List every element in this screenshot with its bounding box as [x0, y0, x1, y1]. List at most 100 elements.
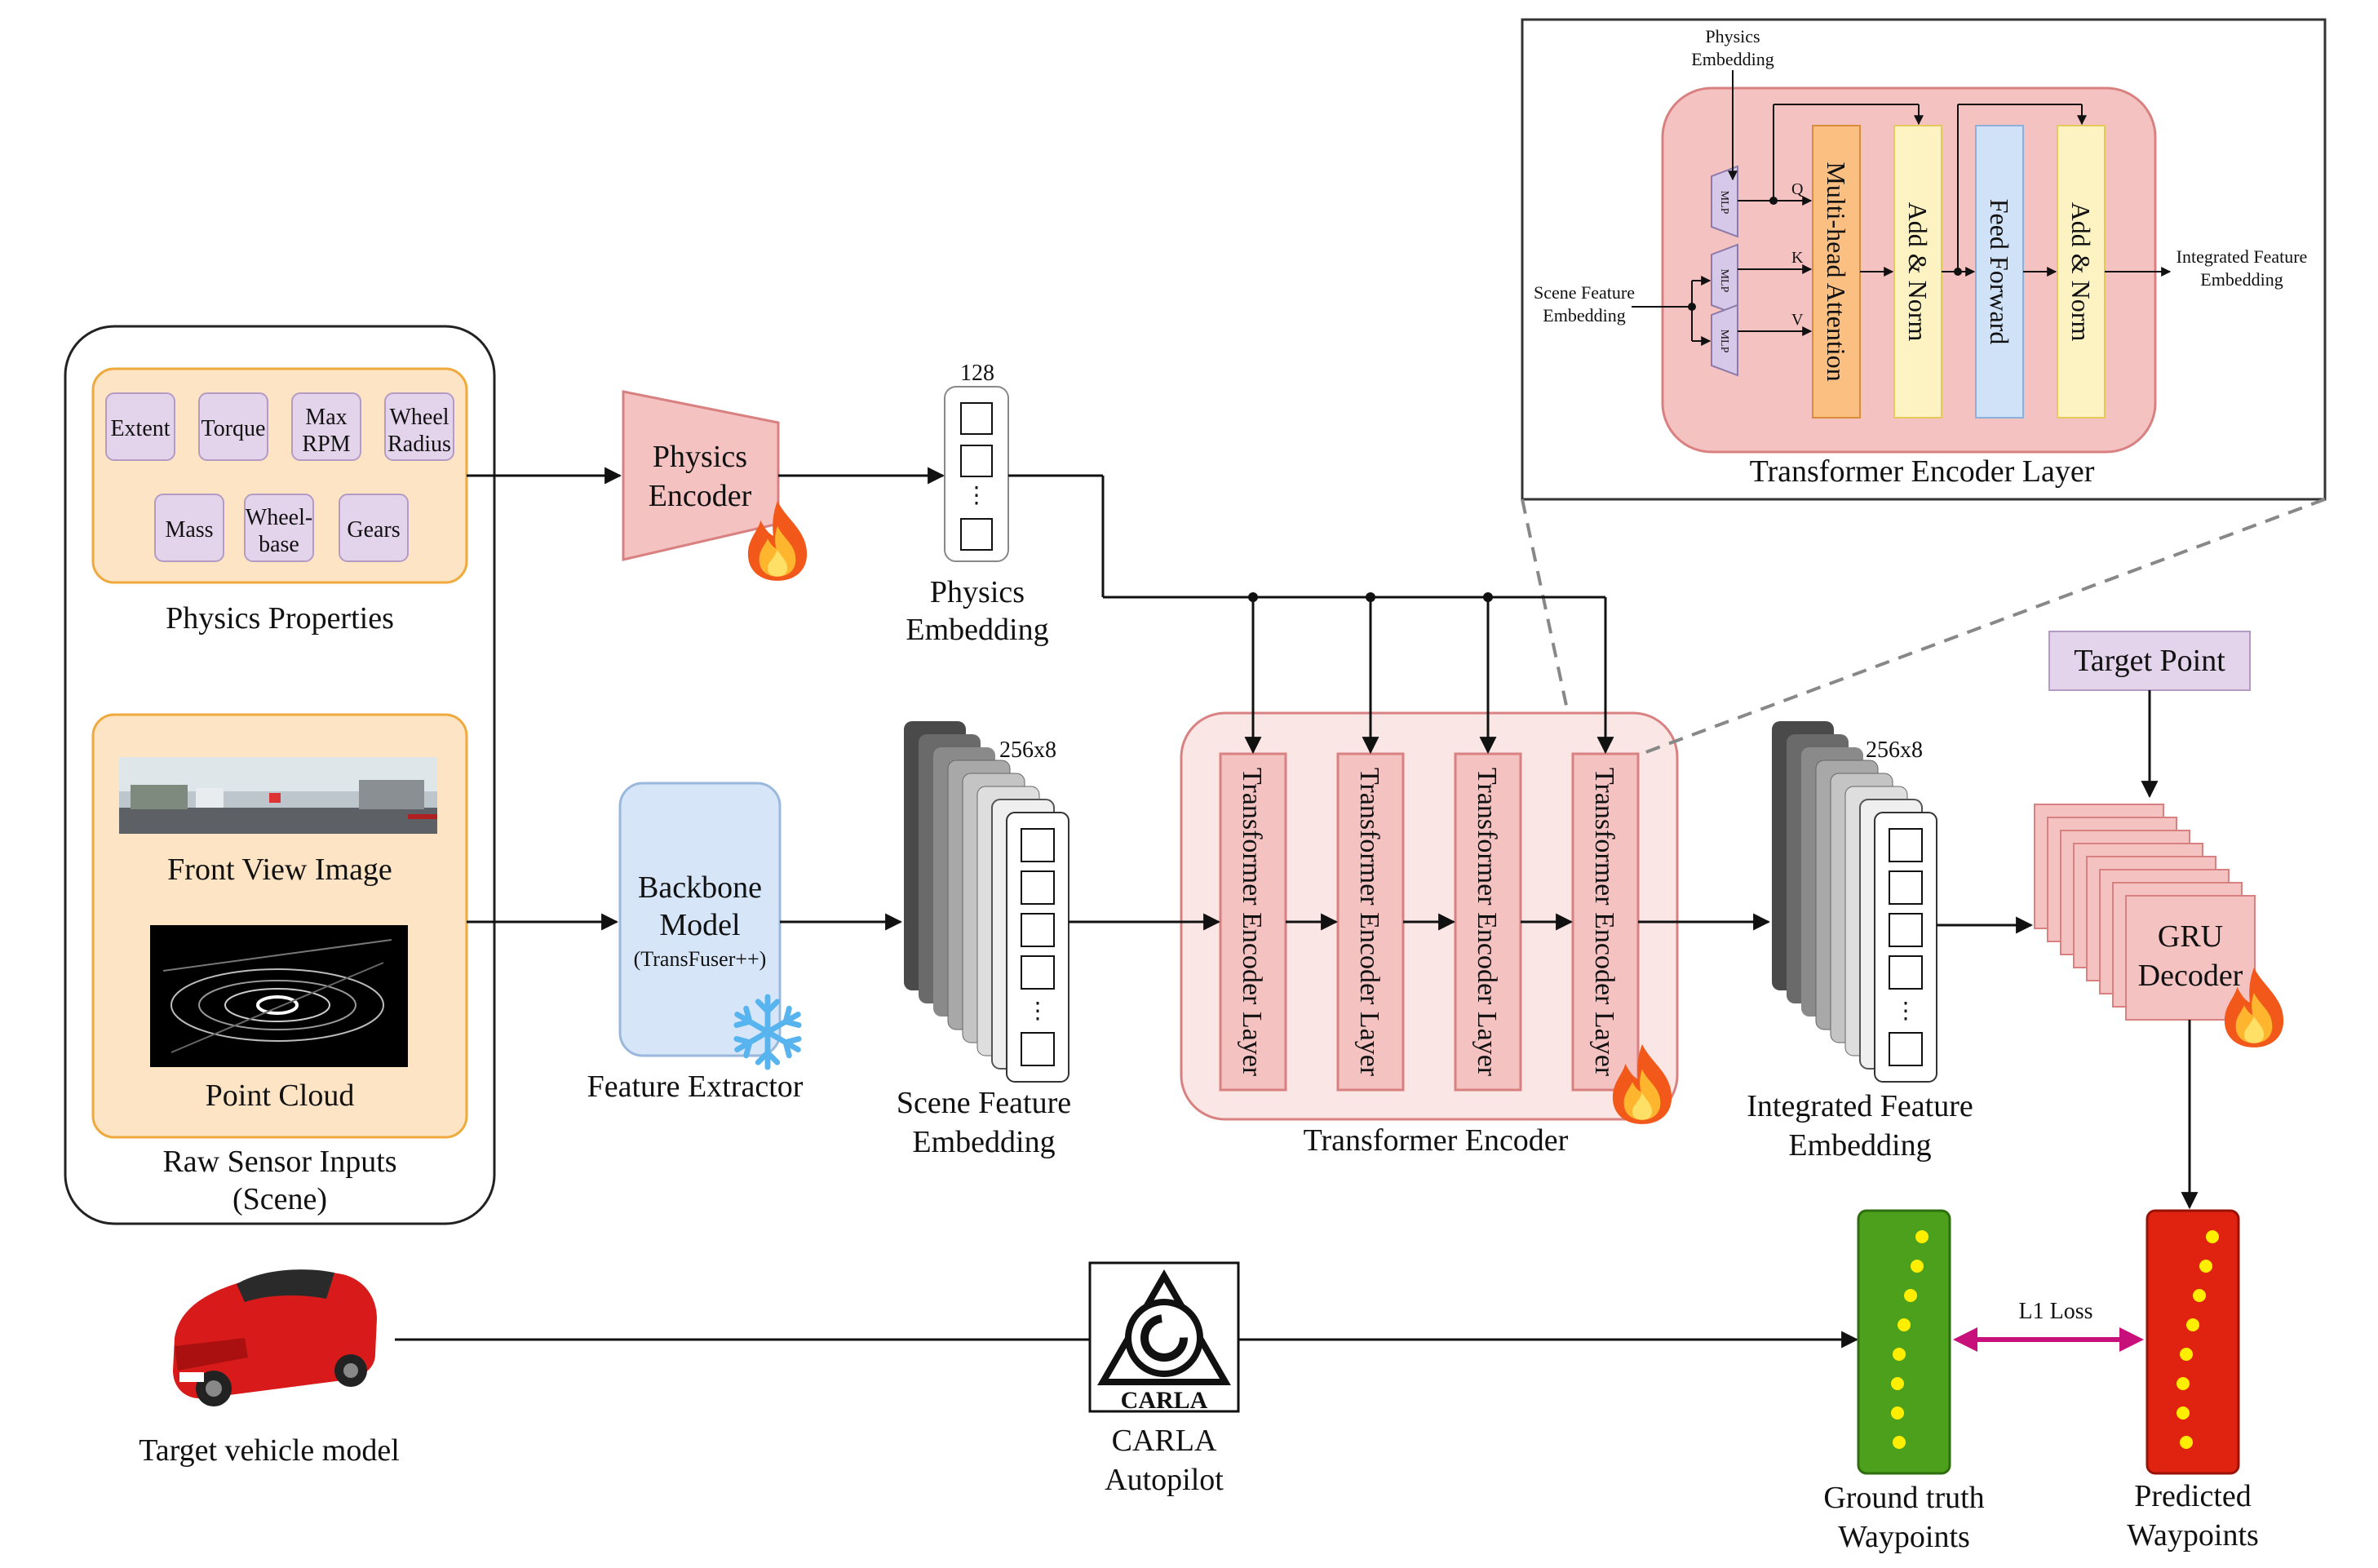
backbone-line3: (TransFuser++): [634, 947, 767, 971]
ground-truth-waypoints-bar: [1857, 1209, 1951, 1475]
feature-extractor-caption: Feature Extractor: [587, 1070, 804, 1104]
backbone-line1: Backbone: [638, 870, 762, 905]
inset-scene-label-2: Embedding: [1543, 305, 1625, 326]
svg-text:Gears: Gears: [347, 517, 400, 543]
svg-text:Transformer Encoder Layer: Transformer Encoder Layer: [1472, 768, 1502, 1077]
inset-out-label-2: Embedding: [2200, 269, 2283, 290]
inset-multi-head-attention: Multi-head Attention: [1812, 125, 1861, 419]
inset-k-label: K: [1791, 249, 1804, 267]
transformer-encoder-layer-3: Transformer Encoder Layer: [1454, 752, 1522, 1092]
inset-physics-label-1: Physics: [1705, 26, 1760, 47]
inset-junction: [1954, 268, 1962, 276]
transformer-encoder-layer-1: Transformer Encoder Layer: [1219, 752, 1287, 1092]
zoom-line-right: [1641, 498, 2326, 755]
vehicle-caption: Target vehicle model: [139, 1433, 400, 1468]
front-view-image: [119, 757, 437, 834]
svg-text:Target Point: Target Point: [2074, 644, 2225, 678]
integrated-embedding-line1: Integrated Feature: [1747, 1089, 1973, 1123]
scene-embedding-line2: Embedding: [912, 1125, 1055, 1159]
svg-text:Transformer Encoder Layer: Transformer Encoder Layer: [1589, 768, 1619, 1077]
target-point-box: Target Point: [2048, 631, 2251, 691]
physics-embedding-vector: ⋮: [944, 386, 1009, 562]
svg-text:Extent: Extent: [110, 416, 170, 441]
inset-physics-label-2: Embedding: [1691, 49, 1774, 69]
inset-add-norm-1: Add & Norm: [1893, 125, 1942, 419]
physics-embedding-line1: Physics: [930, 575, 1025, 609]
inset-out-label-1: Integrated Feature: [2177, 246, 2308, 267]
wheel-radius-line1: Wheel: [389, 405, 449, 430]
inset-junction: [1688, 303, 1696, 311]
integrated-embedding-line2: Embedding: [1788, 1128, 1931, 1163]
vehicle-image: [173, 1269, 377, 1406]
predicted-waypoint-dots: [2177, 1230, 2219, 1449]
zoom-line-left: [1521, 498, 1570, 714]
inset-mlp-v: MLP: [1711, 303, 1738, 377]
svg-text:⋮: ⋮: [1894, 999, 1917, 1024]
svg-text:⋮: ⋮: [965, 483, 988, 508]
inset-title: Transformer Encoder Layer: [1750, 454, 2095, 489]
physics-encoder-line2: Encoder: [649, 479, 752, 513]
junction-dot: [1483, 592, 1493, 602]
gru-decoder: [2034, 804, 2256, 1021]
physics-chip-gears: Gears: [339, 494, 409, 562]
wheelbase-line2: base: [259, 532, 299, 557]
svg-text:Add & Norm: Add & Norm: [1903, 202, 1933, 342]
physics-chip-extent: Extent: [105, 392, 175, 461]
physics-embedding-dim: 128: [960, 361, 994, 386]
svg-text:MLP: MLP: [1718, 191, 1730, 215]
scene-embedding-line1: Scene Feature: [897, 1086, 1071, 1120]
physics-properties-title: Physics Properties: [166, 601, 394, 636]
transformer-encoder-layer-4: Transformer Encoder Layer: [1571, 752, 1640, 1092]
carla-line1: CARLA: [1112, 1424, 1217, 1458]
junction-dot: [1366, 592, 1375, 602]
pred-line2: Waypoints: [2127, 1518, 2259, 1552]
inset-scene-label-1: Scene Feature: [1534, 282, 1635, 303]
transformer-encoder-caption: Transformer Encoder: [1304, 1123, 1569, 1158]
transformer-encoder-layer-2: Transformer Encoder Layer: [1336, 752, 1405, 1092]
svg-text:Transformer Encoder Layer: Transformer Encoder Layer: [1237, 768, 1267, 1077]
predicted-waypoints-bar: [2146, 1209, 2240, 1475]
transformer-encoder-container: [1180, 711, 1679, 1121]
physics-chip-max-rpm: Max RPM: [291, 392, 361, 461]
inset-v-label: V: [1791, 311, 1804, 329]
inset-add-norm-2: Add & Norm: [2057, 125, 2106, 419]
gru-decoder-line2: Decoder: [2138, 959, 2243, 993]
physics-embedding-line2: Embedding: [906, 613, 1048, 647]
wheel-radius-line2: Radius: [387, 432, 451, 457]
integrated-embedding-stack: ⋮: [1772, 721, 1937, 1083]
inset-mlp-q: MLP: [1711, 165, 1738, 238]
raw-inputs-title-line1: Raw Sensor Inputs: [162, 1145, 396, 1179]
gru-decoder-line1: GRU: [2158, 919, 2223, 954]
svg-text:Feed Forward: Feed Forward: [1985, 199, 2014, 345]
inset-mlp-k: MLP: [1711, 243, 1738, 317]
physics-chip-wheelbase: Wheel- base: [244, 494, 314, 562]
raw-inputs-title-line2: (Scene): [232, 1182, 327, 1216]
inset-feed-forward: Feed Forward: [1975, 125, 2024, 419]
gt-line2: Waypoints: [1838, 1520, 1970, 1554]
svg-text:MLP: MLP: [1718, 269, 1730, 293]
physics-encoder-line1: Physics: [653, 440, 747, 474]
main-connectors: [395, 467, 2199, 1349]
pred-line1: Predicted: [2134, 1479, 2252, 1513]
svg-text:CARLA: CARLA: [1121, 1387, 1208, 1414]
inset-junction: [1769, 197, 1778, 205]
svg-text:MLP: MLP: [1718, 330, 1730, 353]
svg-text:Torque: Torque: [201, 416, 266, 441]
point-cloud-image: [150, 925, 408, 1067]
carla-line2: Autopilot: [1105, 1463, 1224, 1497]
integrated-embedding-dim: 256x8: [1866, 737, 1923, 763]
svg-text:Mass: Mass: [165, 517, 213, 543]
svg-text:⋮: ⋮: [1026, 999, 1049, 1024]
ground-truth-waypoint-dots: [1891, 1230, 1929, 1449]
svg-text:Add & Norm: Add & Norm: [2066, 202, 2096, 342]
point-cloud-label: Point Cloud: [206, 1079, 355, 1113]
l1-loss-label: L1 Loss: [2019, 1299, 2093, 1324]
svg-text:Multi-head Attention: Multi-head Attention: [1822, 162, 1851, 381]
physics-chip-wheel-radius: Wheel Radius: [384, 392, 454, 461]
physics-chip-mass: Mass: [154, 494, 224, 562]
scene-embedding-dim: 256x8: [999, 737, 1056, 763]
front-view-label: Front View Image: [167, 853, 392, 887]
max-rpm-line1: Max: [305, 405, 347, 430]
svg-text:Transformer Encoder Layer: Transformer Encoder Layer: [1354, 768, 1384, 1077]
